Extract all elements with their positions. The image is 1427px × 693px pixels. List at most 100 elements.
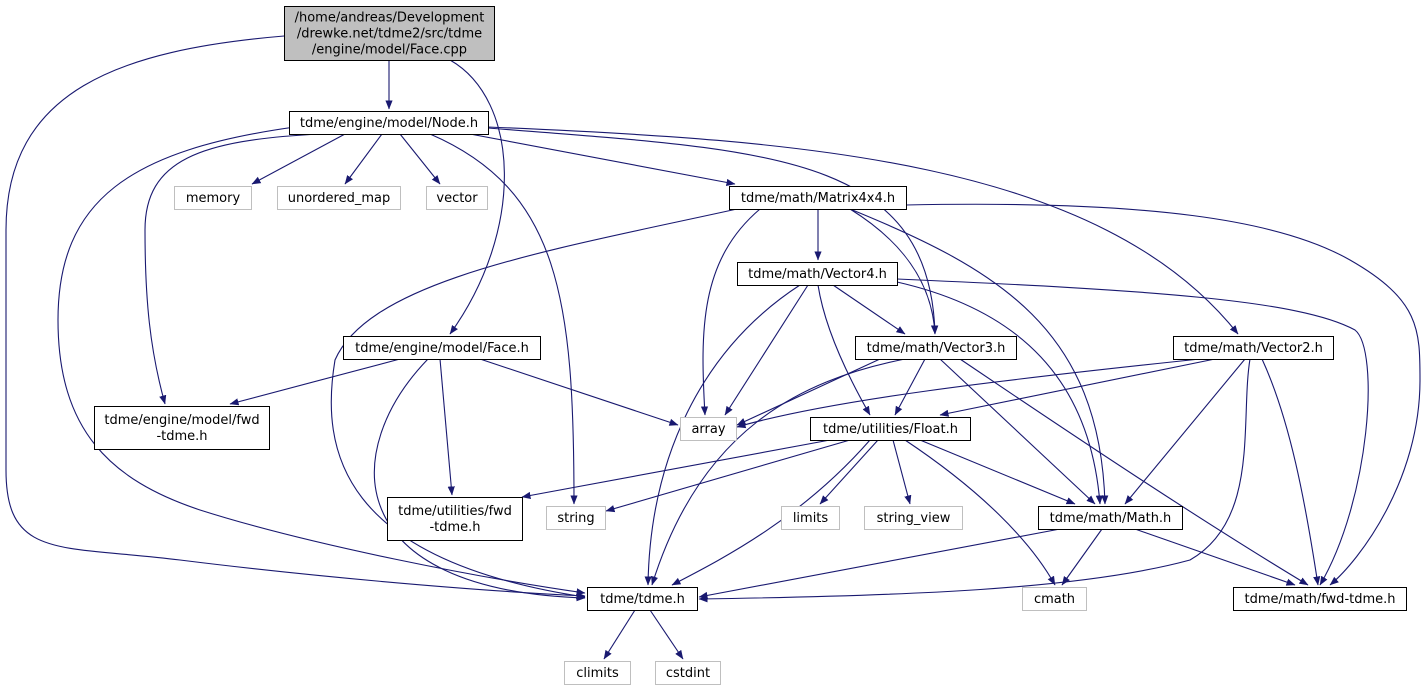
edge-node-h-to-string [429,133,578,505]
node-box [174,186,252,210]
node-matrix4x4-h[interactable]: tdme/math/Matrix4x4.h [729,186,907,210]
edge-vector3-h-to-tdme-h [651,358,906,586]
edge-node-h-to-matrix4x4-h [469,133,736,186]
edge-vector4-h-to-float-h [817,284,871,416]
edge-face-cpp-to-face-h [449,59,505,335]
node-box [564,661,631,685]
node-box [587,587,698,611]
node-box [680,417,737,441]
edge-math-h-to-cmath [1061,528,1103,586]
edge-matrix4x4-h-to-array [700,208,761,416]
node-box [1173,336,1334,360]
edge-vector3-h-to-array [736,358,881,426]
node-label: /home/andreas/Development [295,11,485,26]
node-string-view[interactable]: string_view [864,506,963,530]
node-label: vector [436,191,478,206]
edge-float-h-to-limits [819,439,879,505]
edge-vector2-h-to-tdme-h [698,358,1251,603]
node-label: tdme/tdme.h [600,592,685,607]
edge-face-cpp-to-tdme-h [5,35,586,600]
edge-vector4-h-to-tdme-h [644,284,801,586]
edge-matrix4x4-h-to-tdme-h [330,208,738,600]
node-vector2-h[interactable]: tdme/math/Vector2.h [1173,336,1334,360]
edge-vector3-h-to-math-h [939,358,1096,505]
edge-float-h-to-math-h [919,439,1076,505]
edge-matrix4x4-h-to-vector3-h [849,208,939,335]
edge-vector4-h-to-array [724,284,809,416]
node-box [855,336,1017,360]
edge-vector4-h-to-math-fwd-h [896,278,1369,586]
node-label: tdme/math/Vector2.h [1184,341,1323,356]
node-tdme-h[interactable]: tdme/tdme.h [587,587,698,611]
edge-matrix4x4-h-to-math-h [849,208,1109,505]
node-vector3-h[interactable]: tdme/math/Vector3.h [855,336,1017,360]
node-face-cpp: /home/andreas/Development/drewke.net/tdm… [284,6,495,61]
edge-float-h-to-string-view [892,439,912,505]
edge-vector2-h-to-math-h [1124,358,1246,505]
node-string[interactable]: string [546,506,606,530]
edges-layer [5,35,1421,660]
node-vector4-h[interactable]: tdme/math/Vector4.h [737,262,898,286]
edge-math-h-to-math-fwd-h [1134,528,1296,586]
edge-vector2-h-to-float-h [939,358,1216,417]
edge-face-h-to-model-fwd-h [229,358,401,406]
nodes-layer: /home/andreas/Development/drewke.net/tdm… [94,6,1407,685]
edge-float-h-to-string [605,439,851,513]
node-box [284,6,495,61]
node-label: tdme/utilities/fwd [398,504,512,519]
node-box [810,417,971,441]
edge-node-h-to-vector3-h [487,127,939,335]
edge-matrix4x4-h-to-math-fwd-h [905,203,1421,586]
node-label: limits [793,511,829,526]
node-model-fwd-h[interactable]: tdme/engine/model/fwd-tdme.h [94,406,270,450]
edge-node-h-to-unordered-map [344,133,383,185]
node-limits[interactable]: limits [781,506,840,530]
node-label: tdme/engine/model/fwd [104,413,259,428]
node-box [1233,587,1407,611]
node-label: tdme/engine/model/Node.h [300,116,478,131]
node-face-h[interactable]: tdme/engine/model/Face.h [343,336,541,360]
edge-tdme-h-to-climits [603,609,636,660]
node-memory[interactable]: memory [174,186,252,210]
node-label: tdme/engine/model/Face.h [355,341,529,356]
node-label: tdme/utilities/Float.h [823,422,958,437]
node-vector[interactable]: vector [426,186,488,210]
node-cmath[interactable]: cmath [1022,587,1087,611]
node-label: -tdme.h [156,429,207,444]
node-label: memory [186,191,241,206]
node-box [94,406,270,450]
node-label: tdme/math/Math.h [1050,511,1172,526]
node-label: climits [576,666,619,681]
node-float-h[interactable]: tdme/utilities/Float.h [810,417,971,441]
edge-face-h-to-utilities-fwd-h [439,358,455,496]
node-math-fwd-h[interactable]: tdme/math/fwd-tdme.h [1233,587,1407,611]
edge-vector4-h-to-math-h [896,281,1103,505]
node-cstdint[interactable]: cstdint [655,661,721,685]
edge-vector2-h-to-array [736,358,1201,429]
node-math-h[interactable]: tdme/math/Math.h [1038,506,1183,530]
node-box [737,262,898,286]
node-box [387,497,523,541]
node-box [655,661,721,685]
node-label: string_view [877,511,951,526]
edge-vector2-h-to-math-fwd-h [1261,358,1321,586]
node-utilities-fwd-h[interactable]: tdme/utilities/fwd-tdme.h [387,497,523,541]
node-box [729,186,907,210]
edge-tdme-h-to-cstdint [649,609,684,660]
node-label: tdme/math/Vector3.h [867,341,1006,356]
node-unordered-map[interactable]: unordered_map [277,186,401,210]
node-box [277,186,401,210]
node-box [289,111,489,135]
node-node-h[interactable]: tdme/engine/model/Node.h [289,111,489,135]
node-array[interactable]: array [680,417,737,441]
node-label: unordered_map [288,191,391,206]
node-box [426,186,488,210]
node-box [781,506,840,530]
node-label: -tdme.h [429,520,480,535]
node-climits[interactable]: climits [564,661,631,685]
edge-vector3-h-to-float-h [894,358,926,416]
node-label: tdme/math/Matrix4x4.h [741,191,895,206]
node-label: cmath [1034,592,1075,607]
edge-node-h-to-memory [251,133,346,185]
